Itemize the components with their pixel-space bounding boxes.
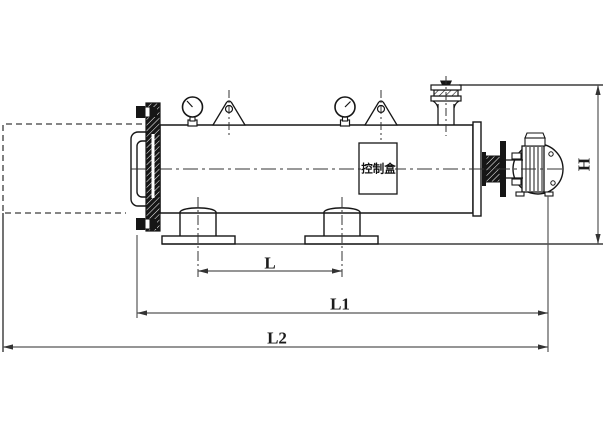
flange-gap	[151, 134, 155, 198]
dim-H: H	[575, 85, 601, 244]
dim-L2-label: L2	[267, 329, 287, 348]
motor-bolt-icon	[548, 151, 554, 157]
pressure-gauge-left	[181, 96, 204, 127]
pressure-gauge-right	[334, 96, 356, 127]
saddle-left	[179, 207, 217, 236]
lifting-lug-right	[363, 90, 399, 140]
dim-L1: L1	[137, 295, 548, 316]
gauge-needle	[186, 100, 193, 108]
door-swing-envelope	[2, 123, 142, 214]
spool-flange-left	[482, 152, 486, 186]
extension-lines	[2, 84, 603, 352]
arrow-icon	[538, 310, 548, 316]
motor-bolt-icon	[550, 180, 556, 186]
lifting-lug-left	[211, 90, 247, 136]
safety-valve	[430, 76, 462, 136]
dim-H-label: H	[575, 158, 594, 171]
spool-bolt-top	[500, 141, 506, 146]
pump-motor	[512, 132, 564, 197]
dim-L1-label: L1	[330, 295, 350, 314]
bracket-tab	[511, 152, 522, 160]
flange-bolt-top	[136, 106, 157, 118]
terminal-box-lid	[524, 132, 546, 139]
spool-bolt-bottom	[500, 192, 506, 197]
flange-bolt-bottom	[136, 218, 157, 230]
arrow-icon	[137, 310, 147, 316]
quick-open-flange	[136, 102, 161, 232]
bracket-tab	[511, 178, 522, 186]
terminal-box	[524, 137, 546, 147]
arrow-icon	[595, 234, 601, 244]
saddle-right	[323, 207, 361, 236]
gauge-needle	[344, 101, 351, 108]
dim-L-label: L	[264, 254, 275, 273]
control-box-label-bg	[362, 161, 395, 175]
motor-foot	[544, 191, 554, 197]
arrow-icon	[538, 344, 548, 350]
arrow-icon	[332, 268, 342, 274]
motor-foot	[515, 191, 525, 197]
control-box-label: 控制盒	[361, 162, 396, 176]
arrow-icon	[3, 344, 13, 350]
dim-L2: L2	[3, 329, 548, 350]
arrow-icon	[595, 85, 601, 95]
dim-L: L	[198, 254, 342, 274]
arrow-icon	[198, 268, 208, 274]
